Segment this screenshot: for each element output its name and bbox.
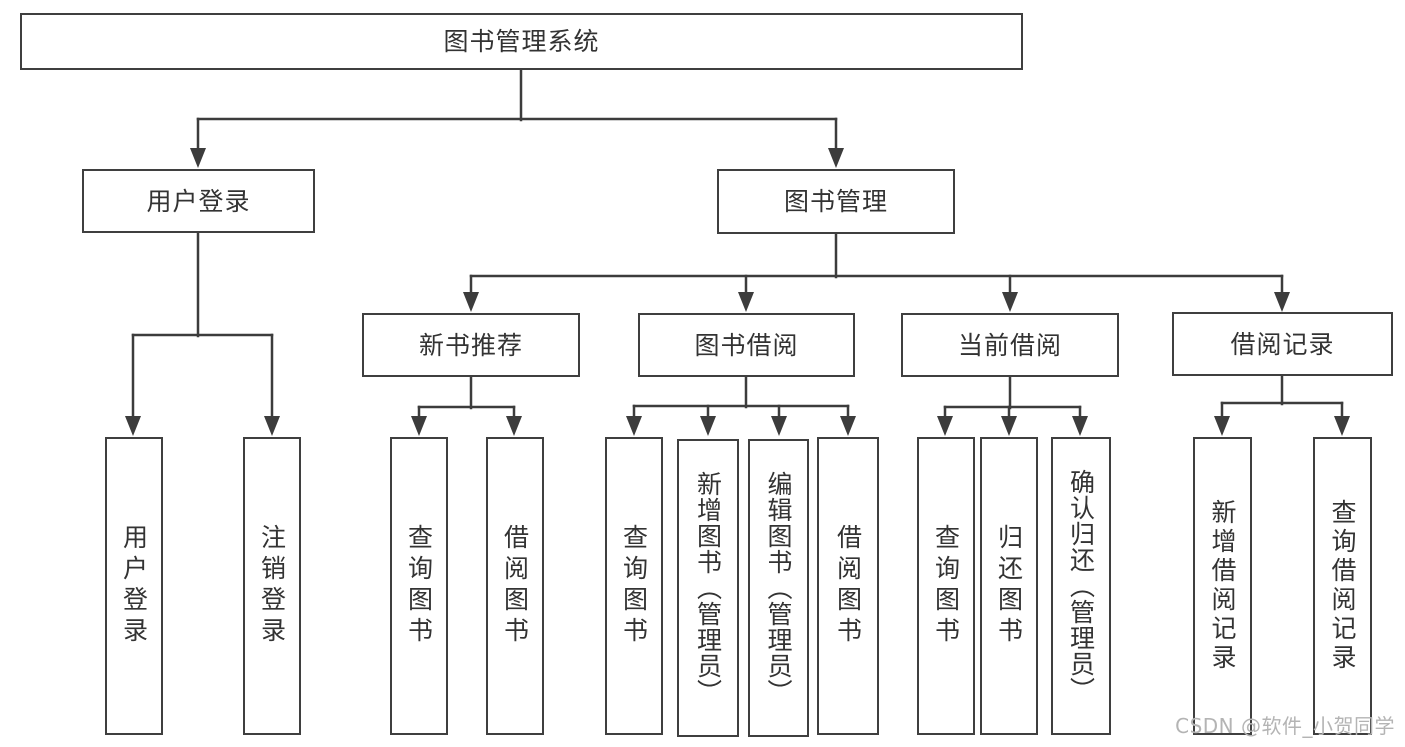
- node-book-borrowing: 图书借阅: [638, 313, 855, 377]
- node-query-books-borrow: 查询图书: [605, 437, 663, 735]
- node-add-books-admin: 新增图书（管理员）: [677, 439, 739, 737]
- node-user-login-action: 用户登录: [105, 437, 163, 735]
- node-query-books-current: 查询图书: [917, 437, 975, 735]
- node-query-borrow-record: 查询借阅记录: [1313, 437, 1372, 735]
- node-new-book-recommend: 新书推荐: [362, 313, 580, 377]
- node-library-system: 图书管理系统: [20, 13, 1023, 70]
- node-query-books-rec: 查询图书: [390, 437, 448, 735]
- node-book-management: 图书管理: [717, 169, 955, 234]
- node-borrow-books-rec: 借阅图书: [486, 437, 544, 735]
- node-confirm-return-admin: 确认归还（管理员）: [1051, 437, 1111, 735]
- node-borrow-books-action: 借阅图书: [817, 437, 879, 735]
- node-logout-action: 注销登录: [243, 437, 301, 735]
- node-edit-books-admin: 编辑图书（管理员）: [748, 439, 809, 737]
- node-current-borrowing: 当前借阅: [901, 313, 1119, 377]
- watermark: CSDN @软件_小贺同学: [1175, 714, 1395, 738]
- node-user-login: 用户登录: [82, 169, 315, 233]
- node-borrow-records: 借阅记录: [1172, 312, 1393, 376]
- node-return-books: 归还图书: [980, 437, 1038, 735]
- node-add-borrow-record: 新增借阅记录: [1193, 437, 1252, 735]
